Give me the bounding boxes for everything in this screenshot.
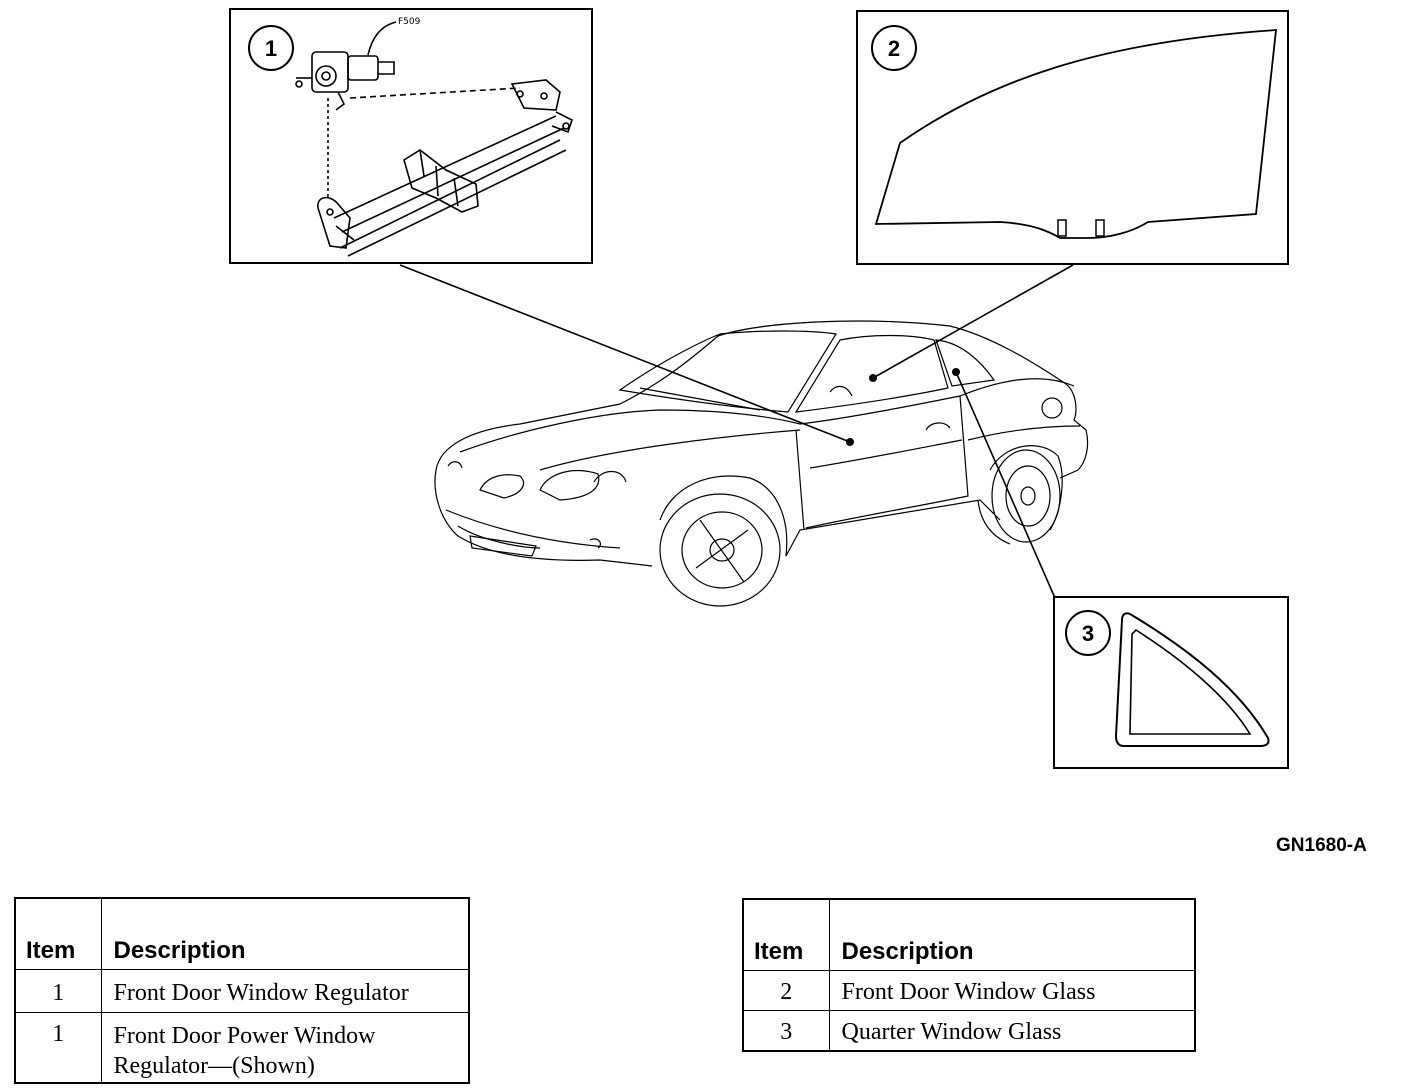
row-description: Front Door Window Glass (828, 970, 1196, 1011)
figure-id: GN1680-A (1276, 835, 1367, 856)
leader-dots (846, 368, 960, 446)
quarter-glass-outer (1114, 612, 1270, 747)
header-description: Description (828, 898, 1196, 971)
callout-2-number: 2 (888, 36, 900, 61)
detail-box-door-glass: 2 (856, 10, 1289, 265)
table-header-row: Item Description (14, 897, 470, 970)
table-row: 1 Front Door Power Window Regulator—(Sho… (14, 1012, 470, 1083)
table-row: 3 Quarter Window Glass (742, 1010, 1196, 1051)
table-row: 2 Front Door Window Glass (742, 970, 1196, 1011)
leader-line-3 (955, 371, 1056, 599)
header-item: Item (14, 897, 102, 970)
row-description-line-1: Front Door Power Window (113, 1023, 376, 1049)
row-item: 3 (742, 1010, 830, 1051)
car-illustration (434, 320, 1089, 607)
leader-line-1 (399, 264, 851, 443)
quarter-glass-inner (1129, 628, 1252, 735)
callout-1-circle (248, 25, 294, 71)
detail-box-regulator: 1 F509 (229, 8, 593, 264)
detail-box-quarter-glass: 3 (1053, 596, 1289, 769)
header-item: Item (742, 898, 830, 971)
row-item: 2 (742, 970, 830, 1011)
regulator-drawing (295, 21, 573, 257)
row-description-line-2: Regulator—(Shown) (113, 1053, 315, 1079)
row-description: Front Door Window Regulator (100, 969, 470, 1013)
door-glass-clips (1057, 219, 1105, 237)
table-row: 1 Front Door Window Regulator (14, 969, 470, 1013)
row-description: Quarter Window Glass (828, 1010, 1196, 1051)
row-item: 1 (14, 1012, 102, 1083)
leader-lines (399, 264, 1074, 599)
callout-3-circle (1065, 610, 1111, 656)
row-item: 1 (14, 969, 102, 1013)
door-glass-outline (874, 29, 1278, 239)
legend-table-left: Item Description 1 Front Door Window Reg… (14, 897, 470, 1084)
header-description: Description (100, 897, 470, 970)
leader-line-2 (872, 264, 1074, 379)
table-header-row: Item Description (742, 898, 1196, 971)
regulator-part-label: F509 (398, 17, 421, 27)
callout-1-number: 1 (265, 36, 277, 61)
callout-3-number: 3 (1082, 621, 1094, 646)
row-description: Front Door Power Window Regulator—(Shown… (100, 1012, 470, 1083)
window-components-diagram: 1 F509 (229, 8, 1289, 769)
callout-2-circle (871, 25, 917, 71)
legend-table-right: Item Description 2 Front Door Window Gla… (742, 898, 1196, 1052)
